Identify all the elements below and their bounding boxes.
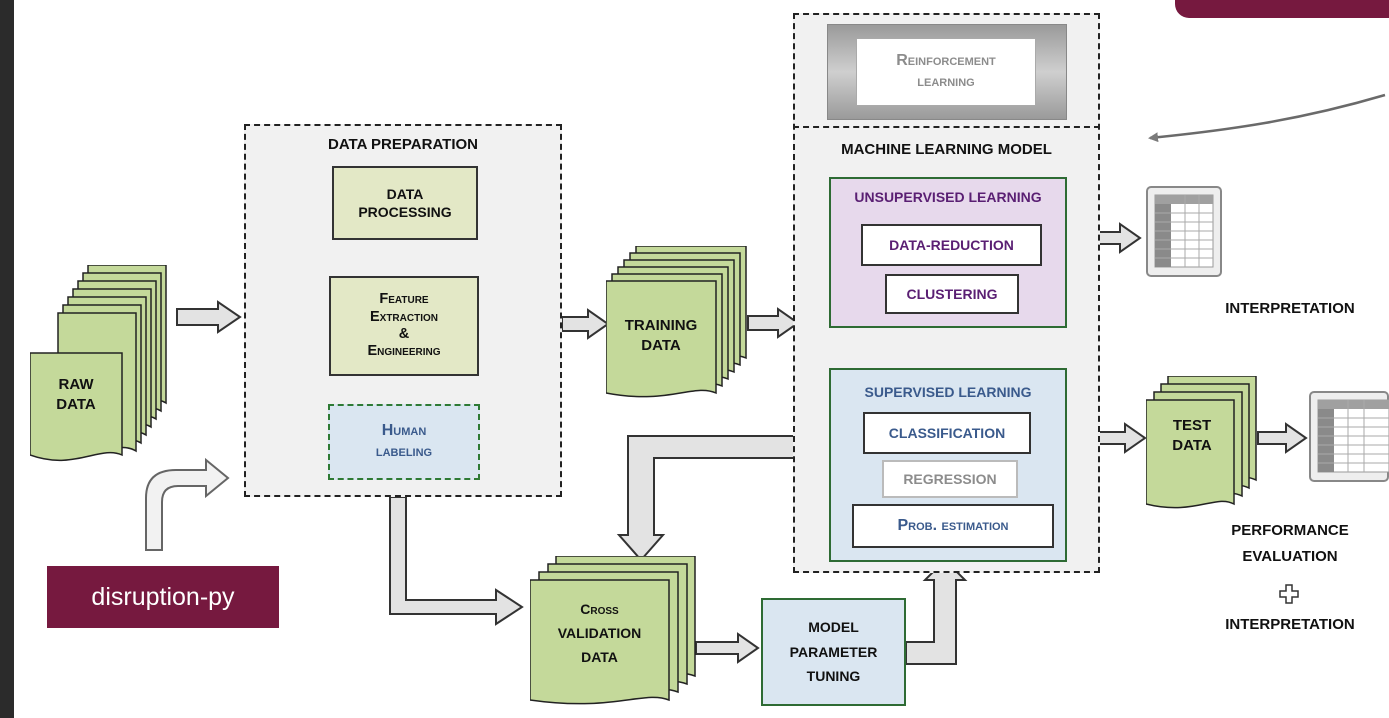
cross-validation-stack: Cross VALIDATION DATA [530, 556, 700, 714]
top-right-badge [1175, 0, 1389, 18]
raw-data-line2: DATA [56, 396, 96, 414]
reinforcement-box: Reinforcement learning [856, 38, 1036, 106]
performance-interpretation: INTERPRETATION [1225, 616, 1355, 633]
feature-engineering-box: Feature Extraction & Engineering [329, 276, 479, 376]
data-processing-line1: DATA [386, 185, 424, 202]
arrow-test-to-perf [1257, 422, 1308, 454]
training-data-line1: TRAINING [624, 317, 698, 334]
data-processing-line2: PROCESSING [358, 204, 452, 220]
arrow-training-to-model [747, 307, 800, 339]
ml-frame-divider [793, 126, 1100, 128]
bent-arrow [145, 457, 230, 551]
classification-box: CLASSIFICATION [863, 412, 1031, 454]
reinforcement-line1: Reinforcement [896, 52, 996, 70]
feature-line1: Feature [379, 291, 429, 308]
interpretation-label: INTERPRETATION [1225, 300, 1355, 317]
test-data-line2: DATA [1172, 437, 1212, 455]
model-tuning-box: MODEL PARAMETER TUNING [761, 598, 906, 706]
test-data-line1: TEST [1172, 417, 1212, 434]
arrow-cv-to-tuning [695, 632, 760, 664]
data-processing-box: DATA PROCESSING [332, 166, 478, 240]
prob-estimation-box: Prob. estimation [852, 504, 1054, 548]
raw-data-line1: RAW [58, 376, 94, 393]
regression-box: REGRESSION [882, 460, 1018, 498]
feature-line4: Engineering [367, 343, 441, 360]
disruption-py-badge[interactable]: disruption-py [47, 566, 279, 628]
arrow-prep-to-training [561, 308, 610, 340]
ml-model-title: MACHINE LEARNING MODEL [841, 141, 1052, 158]
arrow-tuning-to-sup [905, 558, 968, 665]
reinforcement-line2: learning [917, 73, 975, 90]
performance-table-icon [1308, 390, 1389, 485]
data-preparation-title: DATA PREPARATION [328, 136, 478, 153]
model-tuning-line2: PARAMETER [789, 643, 878, 660]
interpretation-table-icon [1145, 185, 1225, 280]
unsupervised-title: UNSUPERVISED LEARNING [854, 189, 1042, 205]
arrow-prep-to-cv [389, 496, 524, 626]
supervised-title: SUPERVISED LEARNING [864, 384, 1032, 400]
data-reduction-box: DATA-REDUCTION [861, 224, 1042, 266]
raw-data-stack: RAW DATA [30, 265, 170, 465]
human-labeling-line1: Human [381, 422, 427, 440]
performance-line2: EVALUATION [1242, 547, 1338, 565]
plus-icon [1279, 584, 1299, 604]
test-data-stack: TEST DATA [1146, 376, 1261, 516]
training-data-line2: DATA [641, 337, 681, 355]
cv-line3: DATA [581, 648, 618, 665]
performance-line1: PERFORMANCE [1231, 522, 1349, 539]
cv-line1: Cross [580, 601, 619, 617]
human-labeling-box: Human labeling [328, 404, 480, 480]
cv-line2: VALIDATION [557, 624, 642, 641]
feature-line2: Extraction [369, 308, 438, 325]
training-data-stack: TRAINING DATA [606, 246, 751, 406]
model-tuning-line3: TUNING [806, 668, 861, 685]
feature-line3: & [398, 326, 410, 342]
feedback-arrow [1148, 93, 1386, 143]
human-labeling-line2: labeling [375, 443, 433, 460]
arrow-raw-to-prep [176, 300, 242, 334]
clustering-box: CLUSTERING [885, 274, 1019, 314]
performance-label: PERFORMANCE EVALUATION [1200, 518, 1380, 569]
model-tuning-line1: MODEL [808, 619, 859, 636]
